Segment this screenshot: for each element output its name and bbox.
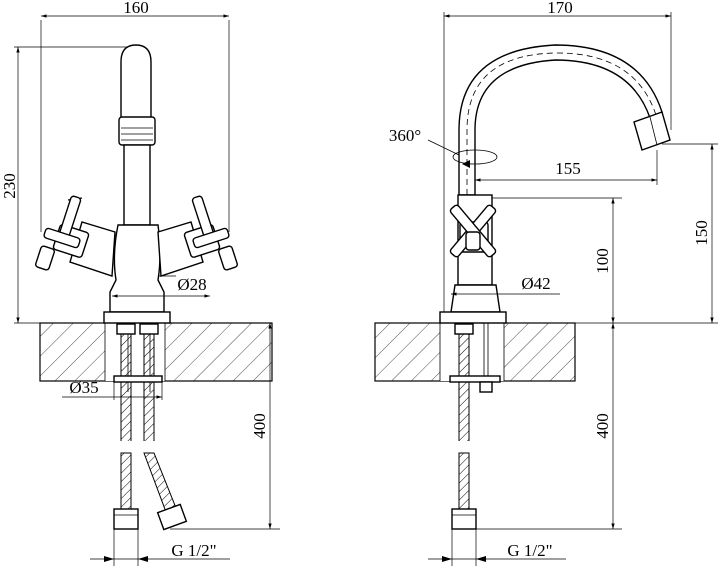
front-mount-diameter: Ø35 [62,375,163,400]
front-spout [118,44,156,226]
side-base-diameter-label: Ø42 [521,274,550,293]
front-hose-length-label: 400 [250,413,269,439]
front-left-handle [35,195,116,277]
front-thread-dimension: G 1/2" [90,529,230,566]
front-base-diameter: Ø28 [112,275,210,298]
side-thread-label: G 1/2" [507,541,552,560]
side-width-dimension: 170 [443,0,672,323]
side-width-label: 170 [547,0,573,17]
front-base-diameter-label: Ø28 [177,275,206,294]
front-right-handle [157,195,238,277]
side-hose-length-dimension: 400 [476,323,622,530]
front-height-label: 230 [0,173,19,199]
front-hoses [110,322,188,531]
side-thread-dimension: G 1/2" [428,529,566,566]
side-rotation-label: 360° [389,126,421,145]
front-hose-length-dimension: 400 [170,323,280,530]
side-rotation-indicator: 360° [389,126,498,168]
side-handle-height-label: 100 [593,248,612,274]
front-width-dimension: 160 [40,0,230,232]
side-base-diameter: Ø42 [451,274,560,296]
side-hose-length-label: 400 [593,413,612,439]
front-mount-diameter-label: Ø35 [69,378,98,397]
side-spout-height-dimension: 150 [506,143,718,324]
front-view: 160 230 [0,0,280,566]
front-thread-label: G 1/2" [171,541,216,560]
side-handle-height-dimension: 100 [492,197,622,323]
side-cross-handle [449,204,497,258]
front-faucet-body [109,224,165,313]
side-spout [458,44,671,196]
side-view: 170 360° 155 [374,0,718,566]
side-hose [440,322,501,530]
side-reach-label: 155 [555,159,581,178]
front-width-label: 160 [123,0,149,17]
side-spout-height-label: 150 [692,220,711,246]
side-reach-dimension: 155 [475,150,658,185]
